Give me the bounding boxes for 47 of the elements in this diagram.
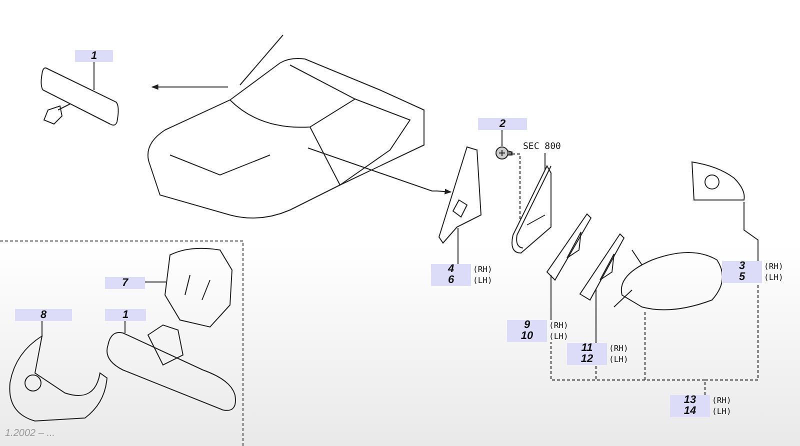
gasket-drawing xyxy=(579,233,625,301)
date-range-note: 1.2002 – ... xyxy=(5,428,56,439)
callout-number: 2 xyxy=(478,118,527,130)
rearview-mirror-drawing xyxy=(106,324,236,411)
callout-number: 6 xyxy=(431,275,471,286)
gasket-drawing xyxy=(546,213,592,281)
car-drawing xyxy=(147,34,424,219)
rearview-mirror-drawing xyxy=(40,67,119,126)
mirror-cover-drawing xyxy=(438,146,482,244)
callout-number: 14 xyxy=(670,406,710,417)
leader-line xyxy=(550,274,552,320)
side-label: (LH) xyxy=(472,275,494,286)
door-mirror-drawing xyxy=(614,250,723,310)
callout-number: 9 xyxy=(507,320,547,331)
callout-number: 13 xyxy=(670,395,710,406)
leader-line xyxy=(744,202,758,262)
arrow xyxy=(151,84,228,90)
mirror-cover-drawing xyxy=(9,336,108,422)
callout-number: 10 xyxy=(507,331,547,342)
mirror-glass-drawing xyxy=(692,162,745,200)
callout-number: 12 xyxy=(567,354,607,365)
leader-line xyxy=(544,152,546,170)
side-label: (LH) xyxy=(548,331,570,342)
callout-number: 4 xyxy=(431,264,471,275)
side-label: (RH) xyxy=(548,320,570,331)
cover-plate-drawing xyxy=(164,248,232,328)
callout-number: 11 xyxy=(567,343,607,354)
callout-number: 1 xyxy=(75,50,113,62)
callout-number: 1 xyxy=(105,309,146,321)
side-label: (LH) xyxy=(608,354,630,365)
callout-number: 7 xyxy=(105,277,145,289)
side-label: (LH) xyxy=(711,406,732,417)
callout-number: 8 xyxy=(15,309,72,321)
section-reference: SEC 800 xyxy=(523,141,569,153)
leader-line xyxy=(704,282,758,396)
door-glass-drawing xyxy=(512,166,552,254)
side-label: (RH) xyxy=(608,343,630,354)
side-label: (RH) xyxy=(763,261,784,272)
leader-line xyxy=(512,154,520,222)
screw-drawing xyxy=(496,146,512,160)
callout-number: 5 xyxy=(722,272,762,283)
arrow xyxy=(308,148,452,194)
side-label: (RH) xyxy=(472,264,494,275)
callout-number: 3 xyxy=(722,261,762,272)
side-label: (LH) xyxy=(763,272,784,283)
side-label: (RH) xyxy=(711,395,732,406)
leader-line xyxy=(124,320,126,334)
